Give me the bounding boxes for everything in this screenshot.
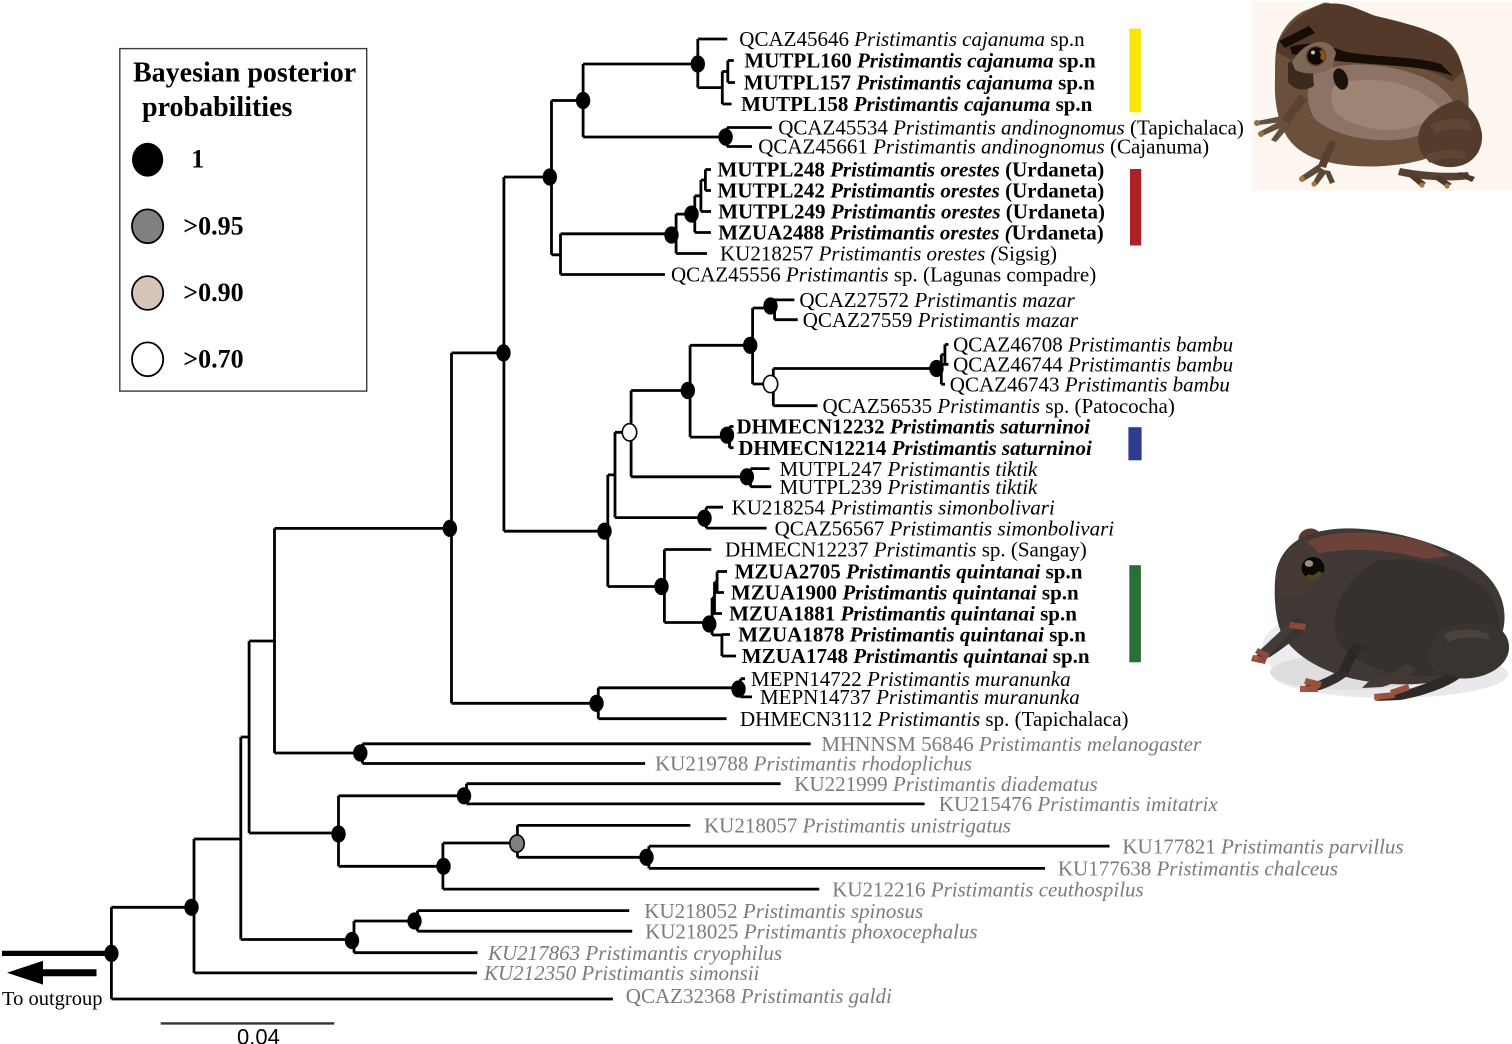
svg-text:>0.95: >0.95: [183, 211, 243, 240]
svg-text:MEPN14722 Pristimantis muranu: MEPN14722 Pristimantis muranunka: [751, 667, 1071, 691]
svg-text:QCAZ46743 Pristimantis bambu: QCAZ46743 Pristimantis bambu: [950, 372, 1230, 396]
svg-text:MUTPL157 Pristimantis cajanuma: MUTPL157 Pristimantis cajanuma sp.n: [744, 71, 1096, 95]
svg-text:MUTPL248 Pristimantis orestes: MUTPL248 Pristimantis orestes (Urdaneta): [718, 158, 1105, 182]
svg-text:DHMECN3112 Pristimantis sp. (T: DHMECN3112 Pristimantis sp. (Tapichalaca…: [740, 707, 1129, 731]
svg-text:QCAZ27559 Pristimantis mazar: QCAZ27559 Pristimantis mazar: [803, 308, 1079, 332]
svg-text:>0.90: >0.90: [183, 278, 243, 307]
svg-text:KU177821 Pristimantis parvillu: KU177821 Pristimantis parvillus: [1122, 834, 1403, 858]
svg-text:KU218052 Pristimantis spinosus: KU218052 Pristimantis spinosus: [644, 899, 923, 923]
svg-text:To outgroup: To outgroup: [2, 988, 103, 1010]
svg-text:QCAZ56535 Pristimantis sp. (Pa: QCAZ56535 Pristimantis sp. (Patococha): [823, 394, 1175, 418]
svg-text:MZUA1878 Pristimantis quintana: MZUA1878 Pristimantis quintanai sp.n: [738, 623, 1086, 647]
svg-text:KU218257 Pristimantis orestes: KU218257 Pristimantis orestes (Sigsig): [720, 242, 1057, 266]
svg-text:KU219788 Pristimantis rhodopli: KU219788 Pristimantis rhodoplichus: [655, 752, 972, 776]
svg-text:DHMECN12214 Pristimantis satur: DHMECN12214 Pristimantis saturninoi: [738, 436, 1092, 460]
svg-text:KU218057 Pristimantis unistrig: KU218057 Pristimantis unistrigatus: [704, 814, 1011, 838]
svg-text:QCAZ27572 Pristimantis mazar: QCAZ27572 Pristimantis mazar: [799, 288, 1075, 312]
svg-text:QCAZ32368 Pristimantis galdi: QCAZ32368 Pristimantis galdi: [626, 984, 892, 1008]
svg-text:0.04: 0.04: [237, 1025, 280, 1044]
svg-text:DHMECN12237 Pristimantis sp. (: DHMECN12237 Pristimantis sp. (Sangay): [725, 538, 1087, 562]
svg-text:QCAZ45534 Pristimantis andinog: QCAZ45534 Pristimantis andinognomus (Tap…: [778, 116, 1244, 140]
svg-text:MUTPL158 Pristimantis cajanuma: MUTPL158 Pristimantis cajanuma sp.n: [741, 92, 1093, 116]
svg-text:KU215476 Pristimantis imitatri: KU215476 Pristimantis imitatrix: [939, 792, 1219, 816]
svg-text:QCAZ46708 Pristimantis bambu: QCAZ46708 Pristimantis bambu: [953, 333, 1233, 357]
svg-text:DHMECN12232 Pristimantis satur: DHMECN12232 Pristimantis saturninoi: [737, 415, 1091, 439]
svg-text:KU217863 Pristimantis cryophil: KU217863 Pristimantis cryophilus: [487, 941, 782, 965]
svg-text:QCAZ45661 Pristimantis andinog: QCAZ45661 Pristimantis andinognomus (Caj…: [758, 135, 1209, 159]
svg-text:KU177638 Pristimantis chalceus: KU177638 Pristimantis chalceus: [1058, 857, 1338, 881]
svg-text:KU218025 Pristimantis phoxocep: KU218025 Pristimantis phoxocephalus: [645, 919, 978, 943]
svg-text:QCAZ45646 Pristimantis cajanum: QCAZ45646 Pristimantis cajanuma sp.n: [739, 27, 1085, 51]
svg-text:MUTPL160 Pristimantis cajanuma: MUTPL160 Pristimantis cajanuma sp.n: [744, 49, 1096, 73]
svg-text:MZUA2705 Pristimantis quintana: MZUA2705 Pristimantis quintanai sp.n: [735, 560, 1083, 584]
svg-text:QCAZ56567 Pristimantis simonbo: QCAZ56567 Pristimantis simonbolivari: [775, 516, 1115, 540]
svg-text:MEPN14737 Pristimantis muranun: MEPN14737 Pristimantis muranunka: [760, 685, 1080, 709]
svg-text:MUTPL239 Pristimantis tiktik: MUTPL239 Pristimantis tiktik: [780, 475, 1039, 499]
svg-text:QCAZ46744 Pristimantis bambu: QCAZ46744 Pristimantis bambu: [953, 353, 1233, 377]
svg-text:MZUA2488 Pristimantis orestes: MZUA2488 Pristimantis orestes (Urdaneta): [718, 221, 1104, 245]
svg-text:MZUA1900 Pristimantis quintana: MZUA1900 Pristimantis quintanai sp.n: [731, 581, 1079, 605]
svg-text:KU218254 Pristimantis simonbol: KU218254 Pristimantis simonbolivari: [732, 495, 1055, 519]
svg-text:MZUA1748 Pristimantis quintana: MZUA1748 Pristimantis quintanai sp.n: [742, 644, 1090, 668]
svg-text:QCAZ45556 Pristimantis sp. (La: QCAZ45556 Pristimantis sp. (Lagunas comp…: [671, 263, 1096, 287]
svg-text:KU221999 Pristimantis diademat: KU221999 Pristimantis diadematus: [794, 772, 1097, 796]
svg-text:Bayesian posterior: Bayesian posterior: [133, 58, 356, 89]
svg-text:MZUA1881 Pristimantis quintana: MZUA1881 Pristimantis quintanai sp.n: [729, 602, 1077, 626]
svg-text:KU212350 Pristimantis simonsii: KU212350 Pristimantis simonsii: [483, 961, 760, 985]
svg-text:MUTPL249 Pristimantis orestes: MUTPL249 Pristimantis orestes (Urdaneta): [718, 200, 1105, 224]
svg-text:>0.70: >0.70: [183, 344, 243, 373]
svg-text:KU212216 Pristimantis ceuthosp: KU212216 Pristimantis ceuthospilus: [832, 877, 1144, 901]
svg-text:1: 1: [191, 145, 204, 174]
svg-text:MHNNSM 56846 Pristimantis mela: MHNNSM 56846 Pristimantis melanogaster: [821, 732, 1202, 756]
svg-text:probabilities: probabilities: [142, 92, 293, 123]
svg-text:MUTPL242 Pristimantis orestes: MUTPL242 Pristimantis orestes (Urdaneta): [718, 179, 1105, 203]
svg-text:MUTPL247 Pristimantis tiktik: MUTPL247 Pristimantis tiktik: [780, 457, 1039, 481]
